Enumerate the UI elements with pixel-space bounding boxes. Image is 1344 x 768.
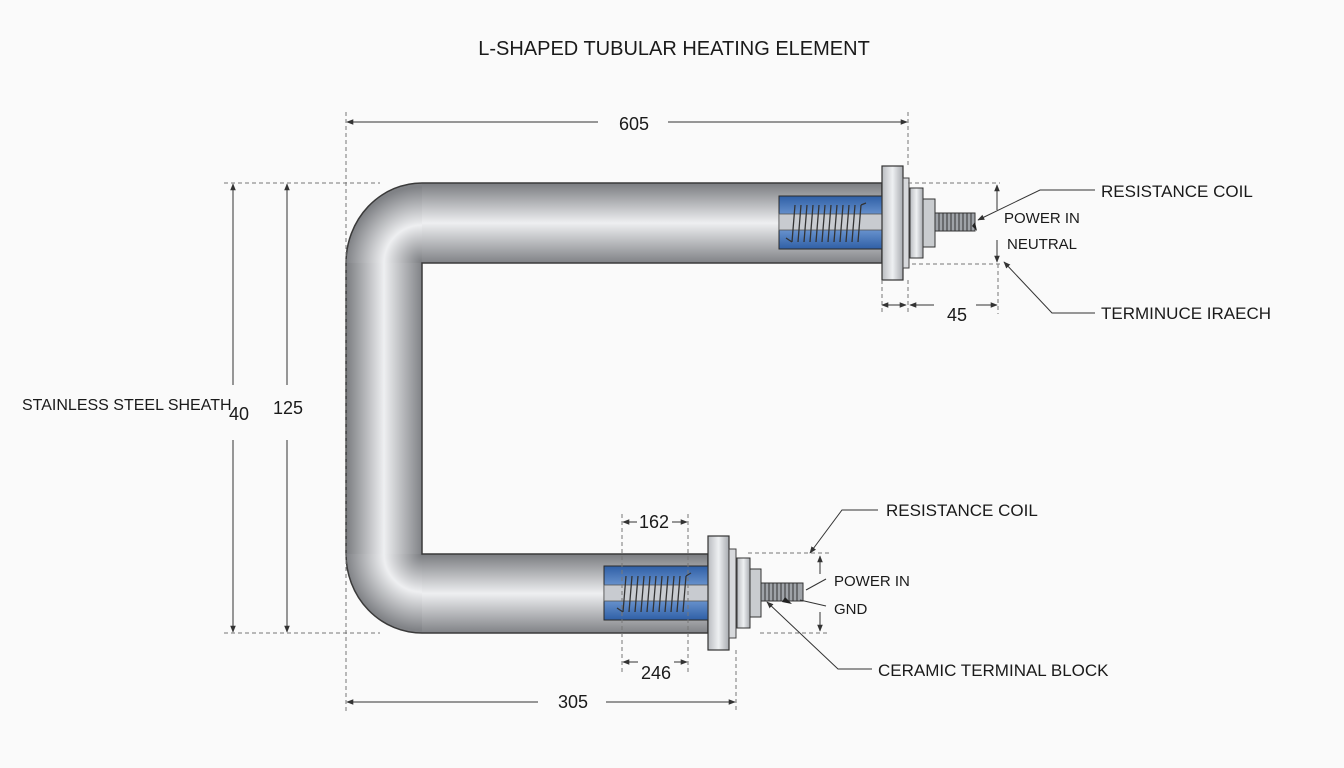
gnd-label: GND <box>834 601 868 618</box>
dimension-40-label: 40 <box>229 404 249 424</box>
dimension-125-label: 125 <box>273 398 303 418</box>
dimension-162-label: 162 <box>639 512 669 532</box>
diagram-title: L-SHAPED TUBULAR HEATING ELEMENT <box>478 38 870 60</box>
power-in-top-label: POWER IN <box>1004 210 1080 227</box>
ceramic-terminal-block-label: CERAMIC TERMINAL BLOCK <box>878 661 1109 680</box>
terminal-top-label: TERMINUCE IRAECH <box>1101 304 1271 323</box>
dimension-45-label: 45 <box>947 305 967 325</box>
top-terminal-assembly <box>778 165 977 281</box>
bottom-terminal-assembly <box>603 535 804 651</box>
stainless-steel-sheath-label: STAINLESS STEEL SHEATH <box>22 397 232 414</box>
top-resistance-coil <box>785 202 867 243</box>
extension-lines <box>224 112 1000 712</box>
dimension-605: 605 <box>346 114 908 134</box>
dimension-246: 246 <box>622 659 688 683</box>
power-in-bottom-label: POWER IN <box>834 573 910 590</box>
bottom-mounting-flange <box>707 535 730 651</box>
resistance-coil-top-label: RESISTANCE COIL <box>1101 182 1253 201</box>
dimension-246-label: 246 <box>641 663 671 683</box>
dimension-162: 162 <box>622 512 688 532</box>
neutral-label: NEUTRAL <box>1007 236 1077 253</box>
leader-lines <box>766 189 1095 670</box>
dimension-125: 125 <box>273 183 303 633</box>
top-terminal-nut <box>909 187 924 259</box>
bottom-terminal-nut <box>736 557 751 629</box>
bottom-resistance-coil <box>616 572 692 613</box>
dimension-45: 45 <box>881 302 998 325</box>
top-mounting-flange <box>881 165 904 281</box>
dimension-305-label: 305 <box>558 692 588 712</box>
dimension-40: 40 <box>229 183 249 633</box>
dimension-305: 305 <box>346 692 736 712</box>
resistance-coil-bottom-label: RESISTANCE COIL <box>886 501 1038 520</box>
dimension-605-label: 605 <box>619 114 649 134</box>
